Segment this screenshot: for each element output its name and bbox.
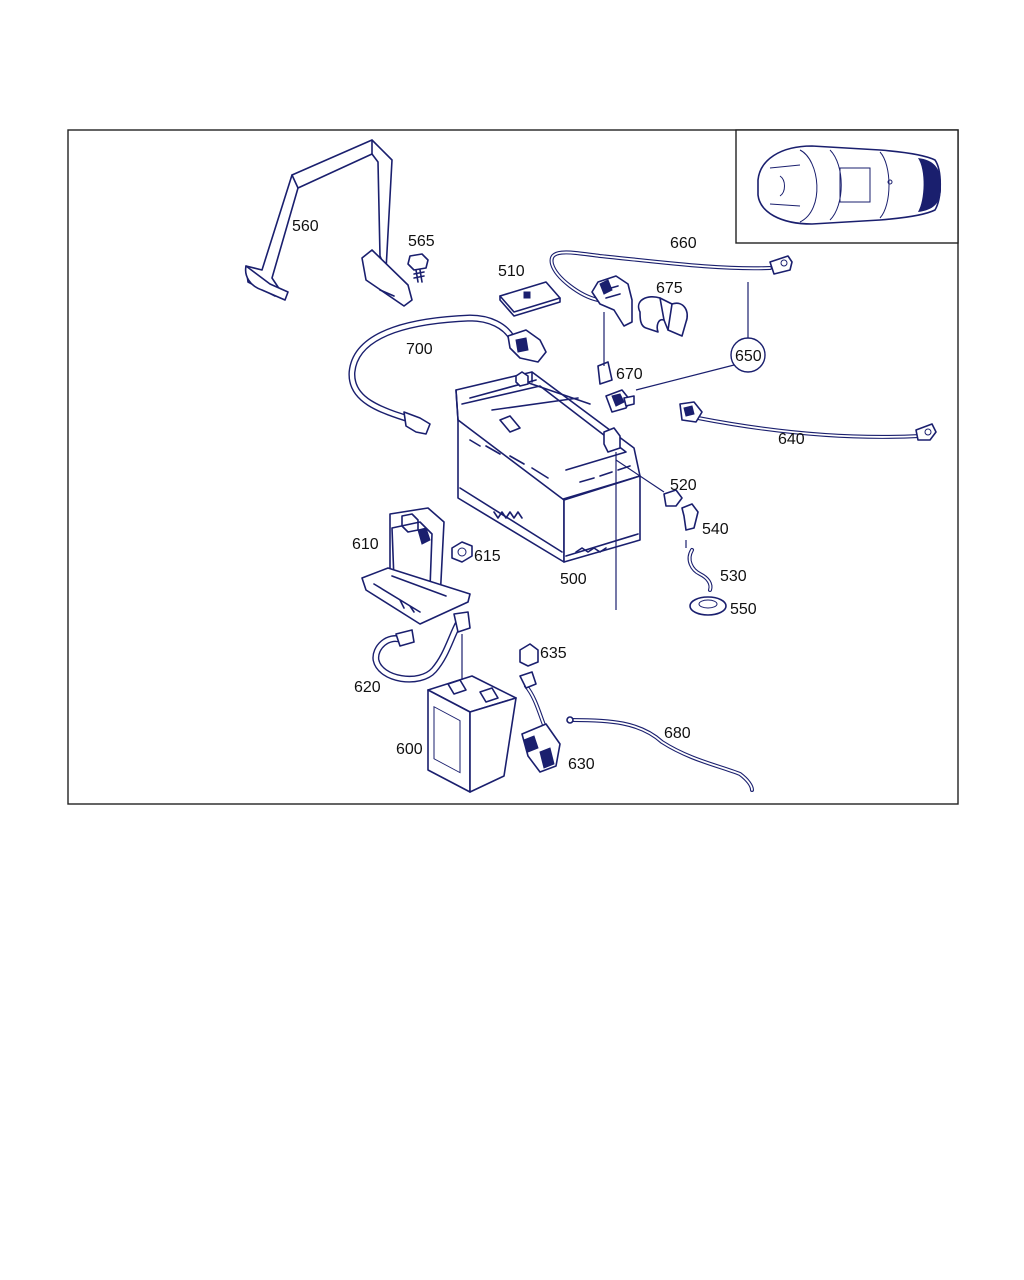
part-500-main-battery (455, 371, 641, 563)
part-640-positive-cable (679, 401, 937, 441)
callout-630: 630 (568, 756, 595, 773)
callout-700: 700 (406, 341, 433, 358)
vehicle-locator-inset (735, 129, 959, 244)
part-520-vent-plug (663, 489, 683, 507)
part-565-bolt (407, 253, 429, 283)
callout-620: 620 (354, 679, 381, 696)
part-610-battery-tray (361, 507, 471, 625)
part-680-ground-lead (566, 716, 754, 792)
part-660-ground-wire (549, 250, 793, 327)
part-620-auxiliary-cable (372, 611, 471, 683)
callout-640: 640 (778, 431, 805, 448)
callout-615: 615 (474, 548, 501, 565)
callout-560: 560 (292, 218, 319, 235)
part-530-vent-hose (687, 548, 713, 592)
callout-530: 530 (720, 568, 747, 585)
callout-650: 650 (735, 348, 762, 365)
part-540-vent-elbow (681, 503, 699, 531)
part-635-terminal-cap (519, 643, 539, 667)
part-510-terminal-cover (499, 281, 561, 317)
part-600-auxiliary-battery (427, 675, 517, 793)
callout-670: 670 (616, 366, 643, 383)
part-670-terminal-clamp (597, 361, 635, 413)
part-550-grommet (689, 596, 727, 616)
part-675-cable-clip (637, 296, 688, 337)
callout-510: 510 (498, 263, 525, 280)
callout-540: 540 (702, 521, 729, 538)
callout-labels: 560 565 510 660 675 700 650 670 640 520 … (292, 218, 805, 773)
diagram-frame (67, 129, 959, 805)
callout-520: 520 (670, 477, 697, 494)
callout-550: 550 (730, 601, 757, 618)
callout-610: 610 (352, 536, 379, 553)
callout-660: 660 (670, 235, 697, 252)
callout-650-circle (730, 337, 766, 373)
part-630-fuse-cable (519, 671, 561, 773)
callout-500: 500 (560, 571, 587, 588)
leader-lines (461, 282, 749, 680)
part-700-battery-cable (348, 314, 547, 435)
callout-565: 565 (408, 233, 435, 250)
callout-600: 600 (396, 741, 423, 758)
part-615-nut (451, 541, 473, 563)
callout-675: 675 (656, 280, 683, 297)
callout-680: 680 (664, 725, 691, 742)
callout-635: 635 (540, 645, 567, 662)
part-560-battery-strap (244, 139, 413, 307)
car-outline-icon (757, 145, 942, 225)
